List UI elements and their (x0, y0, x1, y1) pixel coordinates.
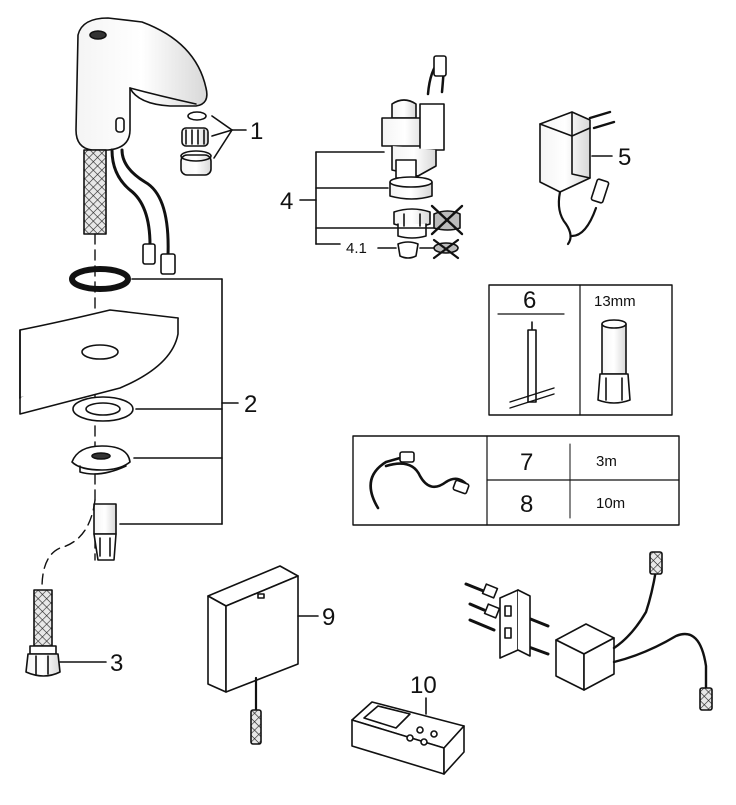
countertop (19, 309, 179, 415)
tool-box (488, 284, 673, 416)
callout-2-leaders (119, 278, 239, 525)
solenoid-valve (381, 55, 447, 179)
cable-7-length: 3m (596, 453, 617, 470)
cable-7-number: 7 (520, 449, 533, 476)
fixing-clamp (71, 445, 131, 475)
callout-5: 5 (618, 144, 631, 171)
callout-2: 2 (244, 391, 257, 418)
callout-4-leaders (299, 151, 435, 249)
callout-3: 3 (110, 650, 123, 677)
callout-10: 10 (410, 672, 437, 699)
cable-table (352, 435, 680, 526)
callout-1: 1 (250, 118, 263, 145)
tool-size: 13mm (594, 293, 636, 310)
tool-number: 6 (523, 287, 536, 314)
mounting-kit (464, 551, 713, 711)
supply-hose (25, 589, 107, 677)
callout-9: 9 (322, 604, 335, 631)
cable-8-number: 8 (520, 491, 533, 518)
power-adapter (539, 110, 616, 246)
mounting-washer (72, 396, 134, 422)
control-box (207, 565, 319, 745)
hose-path (41, 499, 96, 589)
remote-control (351, 697, 465, 775)
callout-4-1: 4.1 (346, 240, 367, 257)
o-ring (69, 266, 131, 292)
cable-8-length: 10m (596, 495, 625, 512)
aerator-parts (180, 111, 247, 176)
threaded-rod (93, 503, 117, 561)
callout-4: 4 (280, 188, 293, 215)
valve-fittings (389, 176, 464, 260)
